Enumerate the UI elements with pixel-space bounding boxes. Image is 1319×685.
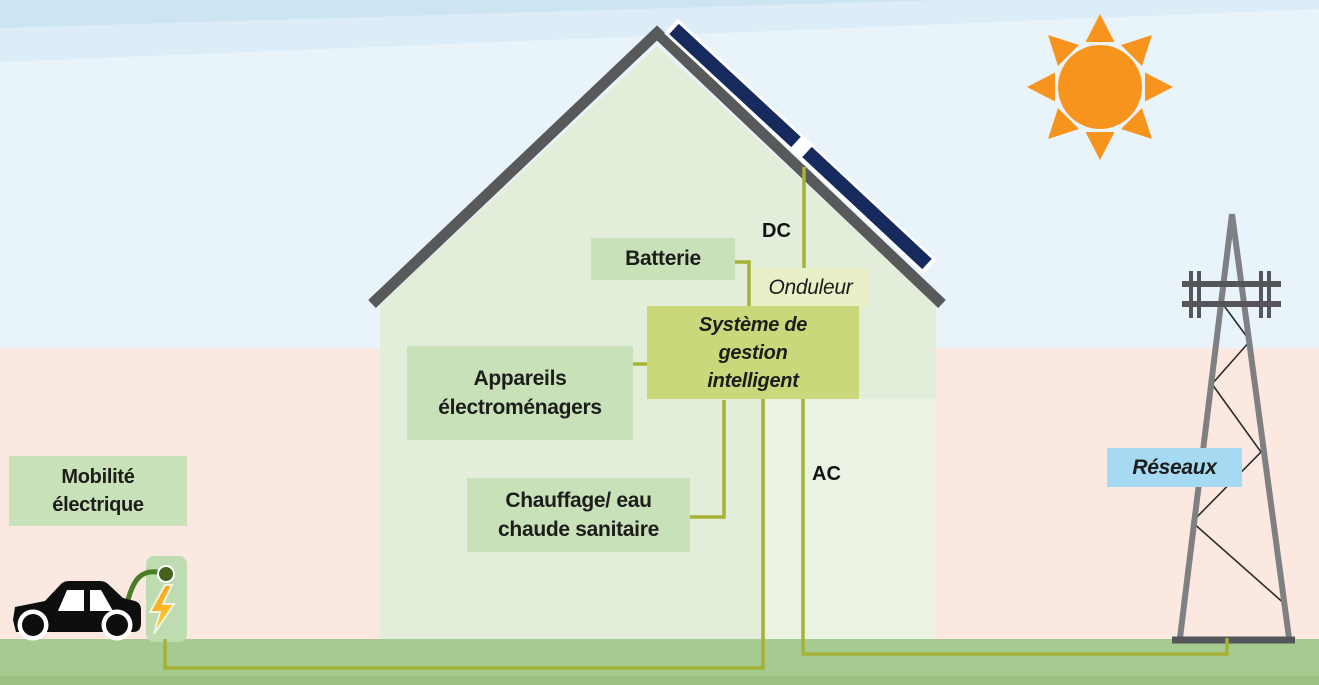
battery-wire — [735, 260, 751, 306]
electric-car-icon — [13, 581, 141, 641]
ac-grid-wire — [801, 399, 1229, 656]
connection-wires — [163, 167, 1229, 670]
charging-station-icon — [146, 556, 187, 642]
appliances-label-box: Appareils électroménagers — [407, 346, 633, 440]
grid-label-box: Réseaux — [1107, 448, 1242, 487]
sun-icon — [1027, 14, 1173, 160]
charging-plug-icon — [157, 565, 175, 583]
ac-flow-label: AC — [812, 463, 841, 485]
electric-mobility-label-box: Mobilité électrique — [9, 456, 187, 526]
charging-cable — [125, 569, 161, 603]
smart-management-system-box: Système de gestion intelligent — [647, 306, 859, 399]
heating-wire — [690, 400, 726, 519]
heating-hot-water-label-box: Chauffage/ eau chaude sanitaire — [467, 478, 690, 552]
ev-wire — [163, 399, 765, 670]
lightning-bolt-icon — [148, 584, 176, 635]
ground-dark-strip — [0, 676, 1319, 685]
inverter-label-box: Onduleur — [751, 268, 870, 307]
solar-panel-icon — [664, 18, 937, 275]
sky-band-top — [0, 0, 940, 28]
ground — [0, 639, 1319, 676]
dc-flow-label: DC — [762, 220, 791, 242]
battery-label-box: Batterie — [591, 238, 735, 280]
power-pylon-icon — [1172, 213, 1295, 644]
